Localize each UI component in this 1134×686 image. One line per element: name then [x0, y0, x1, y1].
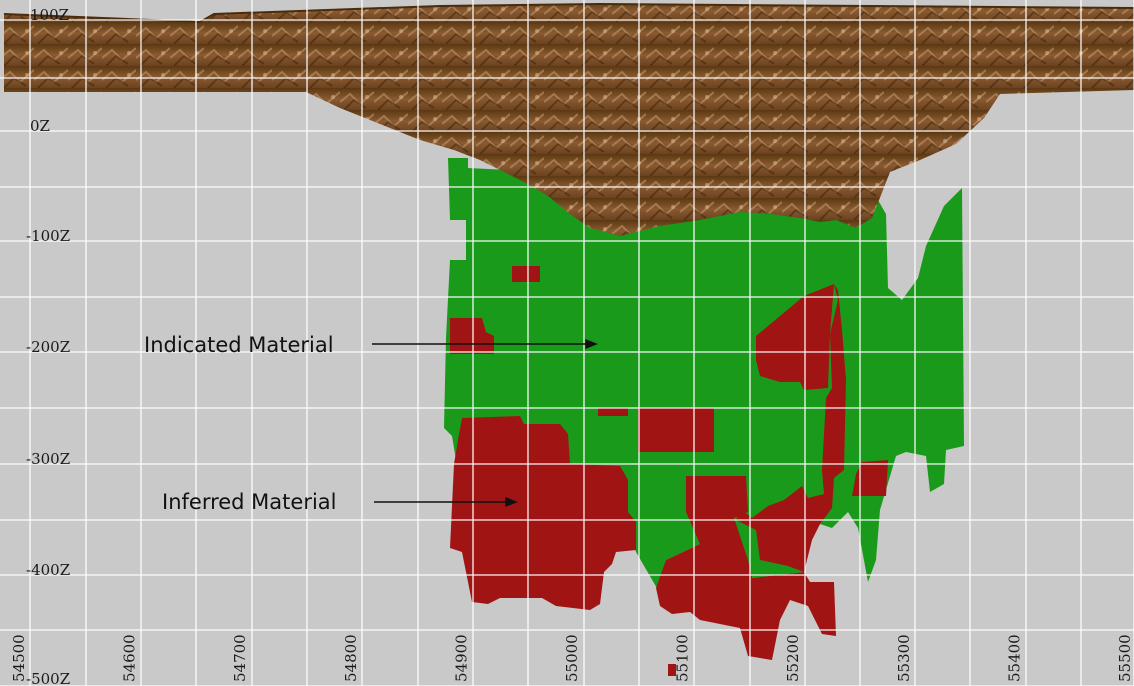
- inferred-material-right-wedge: [736, 284, 846, 572]
- easting-label: 54700: [231, 634, 249, 682]
- inferred-material-lower-mid: [656, 476, 836, 660]
- inferred-material-block-right: [852, 460, 888, 496]
- easting-label: 55400: [1005, 634, 1023, 682]
- elevation-label: -300Z: [26, 450, 70, 468]
- elevation-axis: 100Z 0Z -100Z -200Z -300Z -400Z -500Z: [26, 6, 70, 686]
- elevation-label: -500Z: [26, 670, 70, 686]
- elevation-label: 100Z: [30, 6, 69, 24]
- easting-label: 54900: [452, 634, 470, 682]
- elevation-label: -200Z: [26, 338, 70, 356]
- easting-label: 55300: [895, 634, 913, 682]
- elevation-label: -400Z: [26, 561, 70, 579]
- inferred-material-label: Inferred Material: [162, 490, 337, 514]
- easting-axis: 54500 54600 54700 54800 54900 55000 55100 55200…: [10, 634, 1134, 682]
- inferred-material-block-left: [450, 318, 494, 354]
- elevation-label: 0Z: [30, 117, 50, 135]
- inferred-material-block-top: [512, 266, 540, 282]
- inferred-material-small-strip: [598, 408, 628, 416]
- indicated-material-label: Indicated Material: [144, 333, 334, 357]
- easting-label: 55500: [1116, 634, 1134, 682]
- topography-line: [3, 2, 1134, 24]
- inferred-arrow: [374, 496, 518, 508]
- inferred-material-block-center: [638, 408, 714, 452]
- easting-label: 55200: [784, 634, 802, 682]
- easting-label: 54500: [10, 634, 28, 682]
- indicated-arrow: [372, 338, 598, 350]
- easting-label: 55100: [674, 634, 692, 682]
- inferred-material-bottom-dot: [668, 664, 676, 676]
- easting-label: 54800: [342, 634, 360, 682]
- easting-label: 55000: [563, 634, 581, 682]
- elevation-label: -100Z: [26, 227, 70, 245]
- open-pit-surface: [4, 4, 1134, 236]
- easting-label: 54600: [121, 634, 139, 682]
